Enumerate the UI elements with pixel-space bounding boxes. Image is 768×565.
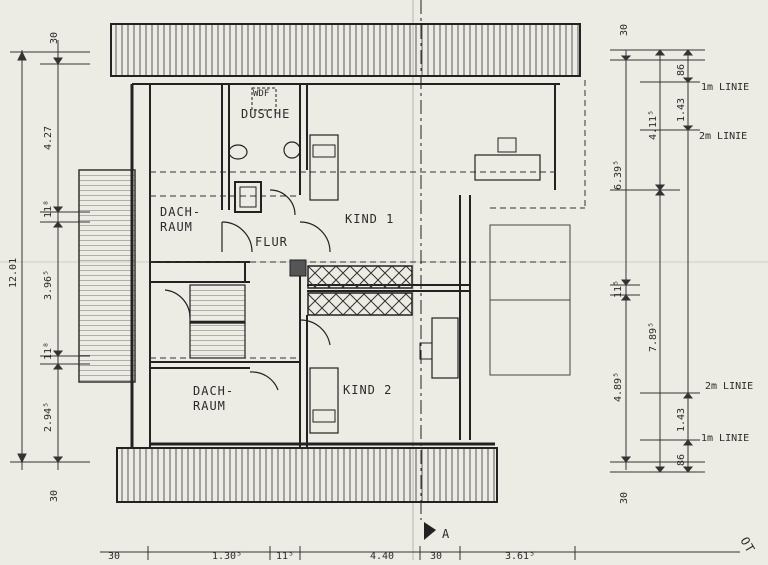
washer-box <box>251 87 277 111</box>
bottom-dim-2: 1.30⁵ <box>212 551 242 560</box>
chimney-block <box>289 259 413 316</box>
dachraum-top-label-2: RAUM <box>160 220 193 234</box>
top-2m-line-label: 2m LINIE <box>699 131 747 142</box>
section-marker-label: A <box>442 527 450 541</box>
bed-kind2 <box>309 367 339 434</box>
toilet-icon <box>228 144 248 160</box>
right-dim-b1: 4.89⁵ <box>613 372 624 402</box>
right-dim-top: 30 <box>619 24 630 36</box>
sink-icon <box>283 141 301 159</box>
left-dim-d1: 4.27 <box>43 126 54 150</box>
staircase <box>189 284 246 359</box>
left-dim-d3: 3.96⁵ <box>43 270 54 300</box>
left-dim-d4: 11⁸ <box>43 342 54 360</box>
roof-eave-top <box>110 23 581 77</box>
dachraum-bottom-label-1: DACH- <box>193 384 234 398</box>
left-dimension-chain <box>10 40 90 470</box>
flur-label: FLUR <box>255 235 288 249</box>
bottom-dim-4: 4.40 <box>370 551 394 560</box>
left-dim-top: 30 <box>49 32 60 44</box>
bottom-dim-5: 30 <box>430 551 442 560</box>
right-room-outlines <box>489 224 571 376</box>
right-dim-a4: 6.39⁵ <box>613 160 624 190</box>
right-dim-a1: 86 <box>676 64 687 76</box>
desk-kind1 <box>474 137 541 181</box>
left-dim-d2: 11⁸ <box>43 200 54 218</box>
bottom-1m-line-label: 1m LINIE <box>701 433 749 444</box>
right-dim-b4: 86 <box>676 454 687 466</box>
wdf-label: WDF <box>253 89 269 99</box>
bottom-2m-line-label: 2m LINIE <box>705 381 753 392</box>
bottom-dimension-row: 30 1.30⁵ 11⁵ 4.40 30 3.61⁵ <box>100 546 740 562</box>
kind2-label: KIND 2 <box>343 383 392 397</box>
section-marker-a: A <box>420 0 450 541</box>
right-dim-a2: 1.43 <box>676 98 687 122</box>
dachraum-top-label-1: DACH- <box>160 205 201 219</box>
roof-eave-bottom <box>116 447 498 503</box>
roof-eave-left <box>78 169 136 383</box>
top-1m-line-label: 1m LINIE <box>701 82 749 93</box>
dusche-label: DUSCHE <box>241 107 290 121</box>
left-dim-d5: 2.94⁵ <box>43 402 54 432</box>
shower-tray <box>234 181 262 213</box>
right-dim-mid: 11⁵ <box>613 280 624 298</box>
bottom-dim-3: 11⁵ <box>276 551 294 560</box>
bottom-dim-1: 30 <box>108 551 120 560</box>
outer-walls <box>130 83 560 448</box>
left-dim-bottom: 30 <box>49 490 60 502</box>
left-dim-overall: 12.01 <box>8 258 19 288</box>
kind1-label: KIND 1 <box>345 212 394 226</box>
right-dim-a3: 4.11⁵ <box>648 110 659 140</box>
knee-wall-lines <box>150 80 586 359</box>
door-arcs <box>164 189 331 391</box>
right-dim-b3: 1.43 <box>676 408 687 432</box>
dachraum-bottom-label-2: RAUM <box>193 399 226 413</box>
bed-kind1 <box>309 134 339 201</box>
right-dim-b2: 7.89⁵ <box>648 322 659 352</box>
bottom-dim-6: 3.61⁵ <box>505 551 535 560</box>
right-dim-bottom: 30 <box>619 492 630 504</box>
desk-kind2 <box>419 317 459 379</box>
right-dimension-chain <box>610 49 705 473</box>
